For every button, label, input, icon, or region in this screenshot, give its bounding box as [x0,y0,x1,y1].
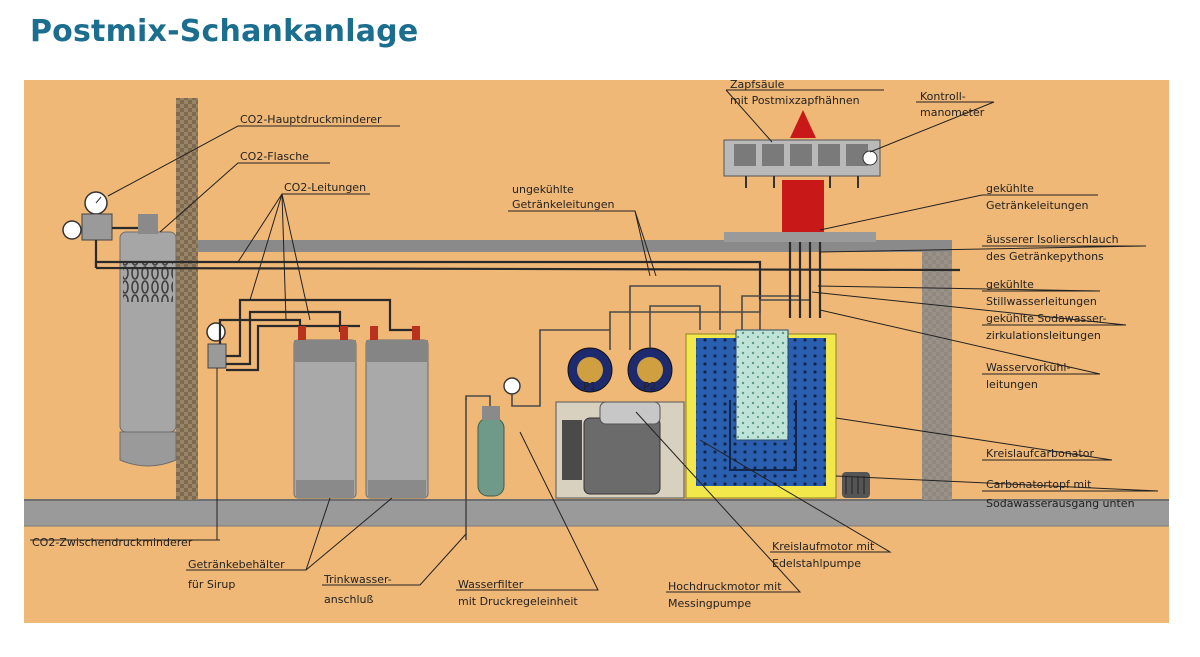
label-syrup-containers-2: für Sirup [188,578,235,591]
labels: CO2-Hauptdruckminderer CO2-Flasche CO2-L… [32,78,1135,610]
label-hp-motor-1: Hochdruckmotor mit [668,580,782,593]
label-circ-motor-1: Kreislaufmotor mit [772,540,875,553]
label-still-water-2: Stillwasserleitungen [986,295,1097,308]
label-precooling-2: leitungen [986,378,1038,391]
co2-bottle [119,214,177,467]
pump-unit: P1 P2 [555,285,761,499]
syrup-containers [293,326,429,499]
label-control-gauge-1: Kontroll- [920,90,966,103]
label-circ-motor-2: Edelstahlpumpe [772,557,861,570]
wall-column [176,98,198,500]
floor [24,500,1169,526]
label-control-gauge-2: manometer [920,106,985,119]
pump-p2-label: P2 [643,380,657,393]
label-still-water-1: gekühlte [986,278,1034,291]
leader-lines [30,89,1159,593]
pump-p1-label: P1 [583,380,597,393]
label-outer-hose-1: äusserer Isolierschlauch [986,233,1119,246]
label-water-conn-2: anschluß [324,593,373,606]
label-water-filter-1: Wasserfilter [458,578,524,591]
page-title: Postmix-Schankanlage [30,14,419,49]
label-carbonator-tank-2: Sodawasserausgang unten [986,497,1135,510]
coil-icon [842,472,870,498]
label-co2-lines: CO2-Leitungen [284,181,366,194]
label-soda-water-1: gekühlte Sodawasser- [986,312,1107,325]
co2-main-regulator-icon [62,191,138,268]
label-cooled-lines-1: gekühlte [986,182,1034,195]
label-co2-main-regulator: CO2-Hauptdruckminderer [240,113,382,126]
label-water-filter-2: mit Druckregeleinheit [458,595,578,608]
label-water-conn-1: Trinkwasser- [323,573,392,586]
label-co2-secondary-regulator: CO2-Zwischendruckminderer [32,536,193,549]
label-hp-motor-2: Messingpumpe [668,597,751,610]
label-tap-column-2: mit Postmixzapfhähnen [730,94,860,107]
label-carbonator: Kreislaufcarbonator [986,447,1094,460]
label-carbonator-tank-1: Carbonatortopf mit [986,478,1092,491]
water-filter-icon [465,329,610,540]
label-uncooled-lines-1: ungekühlte [512,183,574,196]
label-precooling-1: Wasservorkühl- [986,361,1070,374]
label-soda-water-2: zirkulationsleitungen [986,329,1101,342]
label-syrup-containers-1: Getränkebehälter [188,558,285,571]
label-co2-bottle: CO2-Flasche [240,150,309,163]
counter-top [198,240,952,252]
label-tap-column-1: Zapfsäule [730,78,785,91]
tap-column [723,110,881,242]
label-outer-hose-2: des Getränkepythons [986,250,1104,263]
label-cooled-lines-2: Getränkeleitungen [986,199,1088,212]
carbonator-tank [685,250,837,499]
label-uncooled-lines-2: Getränkeleitungen [512,198,614,211]
